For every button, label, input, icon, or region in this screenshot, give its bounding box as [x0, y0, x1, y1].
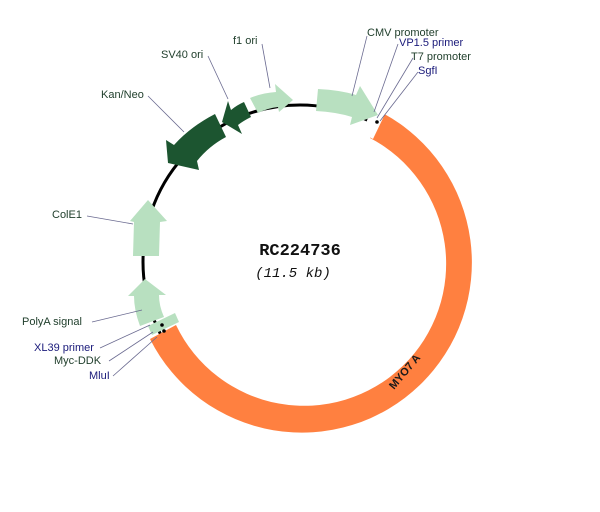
xl39-leader: [99, 324, 151, 349]
polya-leader: [91, 309, 143, 323]
vp15-primer-label: VP1.5 primer: [399, 37, 464, 49]
polya-signal-label: PolyA signal: [22, 316, 82, 328]
t7-leader: [376, 57, 414, 119]
cole1-label: ColE1: [52, 209, 82, 221]
mlui-site-marker: [162, 329, 166, 333]
myc-ddk-label: Myc-DDK: [54, 355, 102, 367]
plasmid-size: (11.5 kb): [255, 266, 331, 282]
cmv-leader: [351, 35, 368, 97]
myc-ddk-segment: [148, 313, 179, 335]
cole1-leader: [86, 215, 134, 225]
f1-ori-label: f1 ori: [233, 35, 257, 47]
t7-promoter-label: T7 promoter: [411, 51, 471, 63]
sgfi-site-marker: [375, 120, 379, 124]
xl39-site-marker: [160, 323, 164, 327]
f1-leader: [261, 43, 271, 89]
vp15-leader: [373, 43, 399, 113]
kanneo-leader: [147, 95, 185, 133]
plasmid-name: RC224736: [259, 242, 341, 261]
sv40-ori-arrow[interactable]: [222, 101, 251, 134]
kan-neo-arrow[interactable]: [166, 114, 226, 170]
sgfi-label: SgfI: [418, 65, 438, 77]
kan-neo-label: Kan/Neo: [101, 89, 144, 101]
mlui-label: MluI: [89, 370, 110, 382]
mycddk-leader: [108, 331, 154, 362]
cmv-promoter-label: CMV promoter: [367, 27, 439, 39]
polya-signal-arrow[interactable]: [128, 279, 166, 326]
sgfi-leader: [379, 71, 419, 122]
sv40-leader: [207, 55, 229, 100]
mlui-leader: [112, 336, 158, 377]
sv40-ori-label: SV40 ori: [161, 49, 203, 61]
vp15-t7-segment: [362, 108, 385, 139]
cmv-promoter-arrow[interactable]: [316, 86, 378, 125]
f1-ori-arrow[interactable]: [250, 84, 293, 113]
xl39-primer-label: XL39 primer: [34, 342, 94, 354]
cole1-arrow[interactable]: [130, 200, 167, 256]
